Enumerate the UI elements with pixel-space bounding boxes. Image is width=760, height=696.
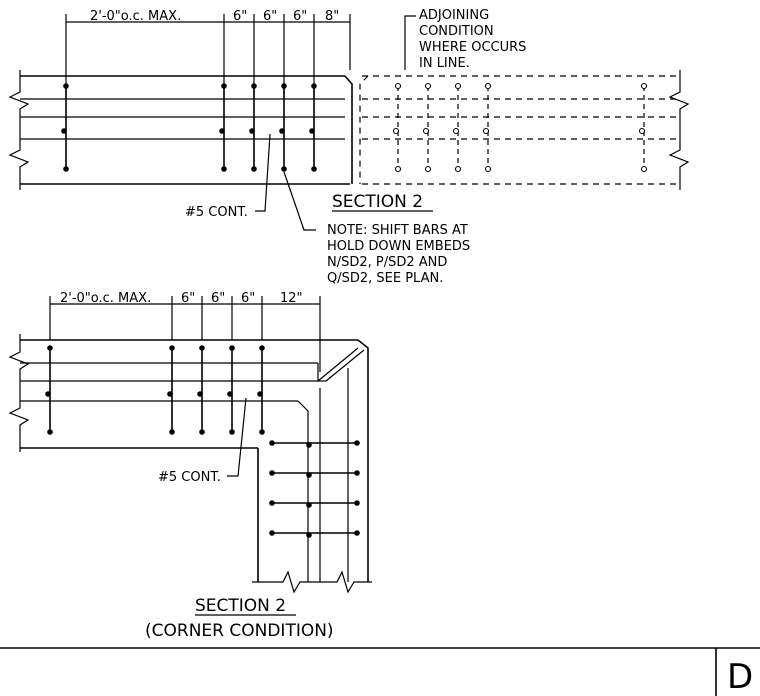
- adjoining-note-line-4: IN LINE.: [419, 56, 470, 71]
- corner-leg-ties: [269, 440, 360, 538]
- top-bar-label: #5 CONT.: [185, 133, 271, 220]
- title-block: D: [0, 647, 760, 696]
- corner-section-title-group: SECTION 2 (CORNER CONDITION): [145, 596, 334, 641]
- top-section-title: SECTION 2: [332, 192, 423, 212]
- shift-note-line-1: NOTE: SHIFT BARS AT: [327, 223, 468, 238]
- corner-bar-label: #5 CONT.: [158, 397, 247, 485]
- top-section-title-group: SECTION 2: [332, 192, 433, 212]
- corner-cont-bar-label: #5 CONT.: [158, 470, 221, 485]
- corner-dim-12in: 12": [280, 291, 303, 306]
- adjoining-note-line-2: CONDITION: [419, 24, 494, 39]
- corner-wall-outline: [8, 334, 372, 594]
- shift-note-line-4: Q/SD2, SEE PLAN.: [327, 271, 443, 286]
- top-dim-8in: 8": [325, 9, 339, 24]
- corner-dim-6in-b: 6": [211, 291, 225, 306]
- top-dimension-string: 2'-0"o.c. MAX. 6" 6" 6" 8": [65, 9, 351, 95]
- top-wall-outline: [8, 70, 353, 190]
- corner-dim-6in-a: 6": [181, 291, 195, 306]
- adjoining-note: ADJOINING CONDITION WHERE OCCURS IN LINE…: [404, 8, 526, 71]
- adjoining-note-line-3: WHERE OCCURS: [419, 40, 526, 55]
- corner-vertical-bars: [45, 345, 265, 435]
- top-dim-6in-a: 6": [233, 9, 247, 24]
- section-top: 2'-0"o.c. MAX. 6" 6" 6" 8": [8, 8, 690, 286]
- top-dim-6in-b: 6": [263, 9, 277, 24]
- top-adjoining-condition: [359, 70, 690, 190]
- shift-note-line-3: N/SD2, P/SD2 AND: [327, 255, 447, 270]
- corner-dim-6in-c: 6": [241, 291, 255, 306]
- corner-dim-spacing-max: 2'-0"o.c. MAX.: [60, 291, 151, 306]
- adjoining-note-line-1: ADJOINING: [419, 8, 489, 23]
- shift-note-line-2: HOLD DOWN EMBEDS: [327, 239, 470, 254]
- corner-section-subtitle: (CORNER CONDITION): [145, 621, 334, 641]
- top-dim-6in-c: 6": [293, 9, 307, 24]
- shift-bars-note: NOTE: SHIFT BARS AT HOLD DOWN EMBEDS N/S…: [283, 171, 470, 286]
- top-dim-spacing-max: 2'-0"o.c. MAX.: [90, 9, 181, 24]
- top-cont-bar-label: #5 CONT.: [185, 205, 248, 220]
- corner-section-title: SECTION 2: [195, 596, 286, 616]
- section-corner: 2'-0"o.c. MAX. 6" 6" 6" 12": [8, 291, 372, 641]
- sheet-letter: D: [727, 657, 753, 696]
- top-vertical-bars: [61, 83, 317, 172]
- corner-dimension-string: 2'-0"o.c. MAX. 6" 6" 6" 12": [49, 291, 321, 372]
